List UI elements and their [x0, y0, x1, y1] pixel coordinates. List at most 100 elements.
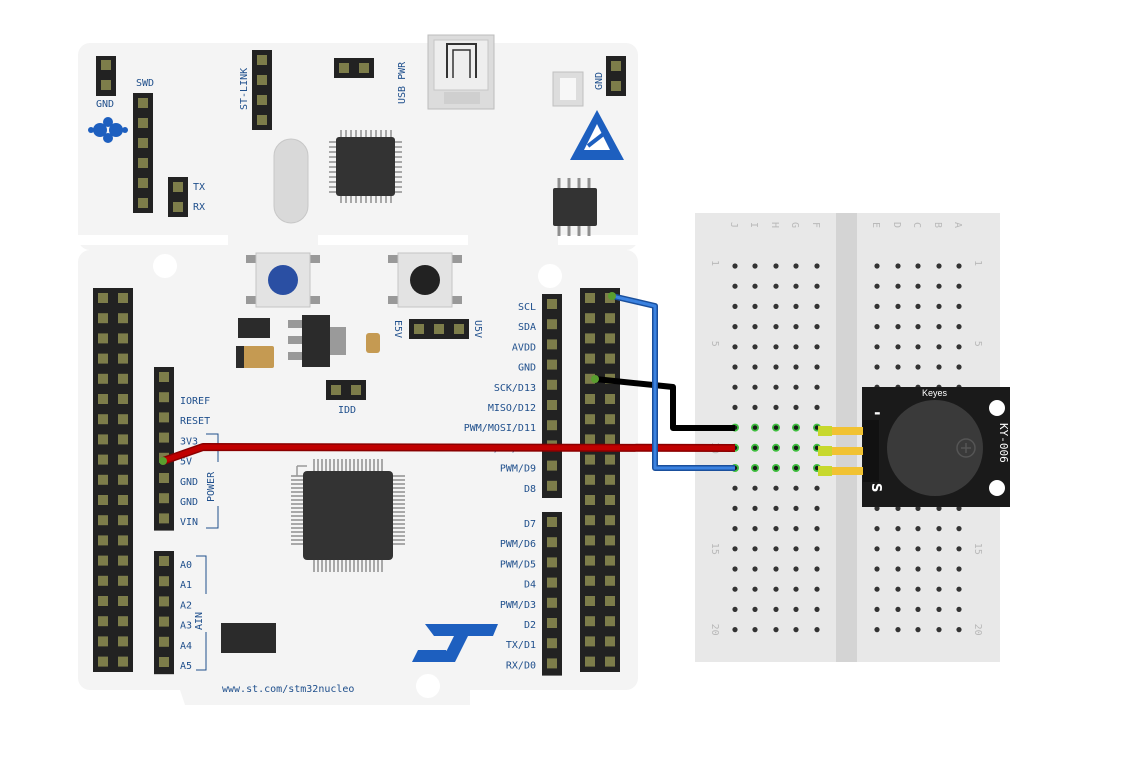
- column-letter: C: [911, 222, 922, 228]
- breadboard-hole: [895, 344, 901, 350]
- gnd-right-label: GND: [594, 72, 605, 90]
- power-pin-label: RESET: [180, 416, 210, 427]
- digital-pin-label: TX/D1: [506, 640, 536, 651]
- breadboard-hole: [732, 505, 738, 511]
- header-pin: [585, 616, 595, 627]
- mount-hole: [416, 674, 440, 698]
- arduino-digital-header: [542, 294, 562, 676]
- breadboard-hole: [956, 606, 962, 613]
- header-pin: [605, 474, 615, 485]
- breadboard-hole: [752, 566, 758, 572]
- row-number: 20: [972, 624, 983, 636]
- header-pin: [605, 575, 615, 586]
- breadboard-hole: [814, 485, 820, 491]
- morpho-header-left: [93, 288, 133, 672]
- digital-pin-labels: SCLSDAAVDDGNDSCK/D13MISO/D12PWM/MOSI/D11…: [464, 302, 536, 671]
- breadboard-hole: [895, 283, 901, 289]
- header-pin: [118, 515, 128, 526]
- header-pin: [605, 515, 615, 526]
- st-link-symbol-icon: [88, 117, 128, 143]
- header-pin: [605, 535, 615, 546]
- breadboard-hole: [793, 546, 799, 552]
- breadboard-hole: [752, 586, 758, 592]
- header-pin: [159, 596, 169, 607]
- header-pin: [547, 379, 557, 390]
- breadboard-hole: [895, 263, 901, 269]
- row-number: 1: [972, 260, 983, 266]
- breadboard-hole: [752, 384, 758, 390]
- breadboard-hole: [895, 526, 901, 532]
- header-pin: [605, 555, 615, 566]
- breadboard-hole: [895, 324, 901, 330]
- breadboard-hole: [915, 586, 921, 592]
- breadboard-hole: [874, 303, 880, 309]
- breadboard-hole: [732, 586, 738, 592]
- breadboard-hole: [752, 526, 758, 532]
- row-number: 5: [972, 341, 983, 347]
- module-minus-label: -: [874, 403, 881, 422]
- header-pin: [547, 400, 557, 410]
- breadboard-hole: [915, 344, 921, 350]
- breadboard-hole: [915, 283, 921, 289]
- header-pin: [98, 555, 108, 566]
- header-pin: [98, 293, 108, 303]
- txrx-header: [168, 177, 188, 217]
- header-pin: [585, 515, 595, 526]
- breadboard-hole: [773, 505, 779, 511]
- power-pin-label: 5V: [180, 457, 192, 468]
- breadboard-hole: [814, 384, 820, 390]
- breadboard-hole: [793, 283, 799, 289]
- breadboard-hole: [915, 627, 921, 633]
- st-link-mcu: [329, 130, 402, 203]
- breadboard-hole: [793, 566, 799, 572]
- breadboard-hole: [752, 303, 758, 309]
- header-pin: [118, 414, 128, 425]
- breadboard-hole: [895, 627, 901, 633]
- header-pin: [585, 575, 595, 586]
- breadboard-hole: [956, 303, 962, 309]
- header-pin: [585, 434, 595, 445]
- header-pin: [585, 394, 595, 404]
- header-pin: [159, 657, 169, 667]
- usb-connector: [427, 34, 495, 110]
- header-pin: [118, 636, 128, 647]
- breadboard-hole: [936, 627, 942, 633]
- breadboard-hole: [874, 627, 880, 633]
- header-pin: [98, 353, 108, 364]
- breadboard-hole: [956, 344, 962, 350]
- esd-warning-icon: [570, 110, 624, 160]
- header-pin: [585, 353, 595, 364]
- breadboard-hole: [793, 586, 799, 592]
- breadboard-hole: [936, 303, 942, 309]
- header-pin: [118, 333, 128, 344]
- gnd-header-right: [606, 56, 626, 96]
- header-pin: [585, 454, 595, 465]
- breadboard-hole: [814, 263, 820, 269]
- ain-pin-label: A0: [180, 560, 192, 571]
- digital-pin-label: PWM/D9: [500, 464, 536, 475]
- header-pin: [585, 495, 595, 505]
- breadboard-hole: [752, 485, 758, 491]
- module-brand: Keyes: [922, 388, 948, 398]
- idd-jumper: [326, 380, 366, 400]
- header-pin: [585, 535, 595, 546]
- row-number: 15: [972, 543, 983, 555]
- arduino-ain-header: [154, 551, 174, 675]
- digital-pin-label: SDA: [518, 322, 536, 333]
- breadboard-hole: [895, 505, 901, 511]
- breadboard-hole: [732, 485, 738, 491]
- power-components: [236, 315, 380, 368]
- header-pin: [585, 313, 595, 324]
- header-pin: [605, 636, 615, 647]
- breadboard-hole: [956, 283, 962, 289]
- header-pin: [585, 596, 595, 606]
- header-pin: [118, 313, 128, 324]
- header-pin: [547, 597, 557, 608]
- breadboard-hole: [732, 263, 738, 269]
- breadboard-hole: [936, 263, 942, 269]
- header-pin: [159, 432, 169, 443]
- breadboard-hole: [814, 627, 820, 633]
- power-pin-label: GND: [180, 477, 198, 488]
- nucleo-board: GND SWD TX RX: [78, 34, 638, 705]
